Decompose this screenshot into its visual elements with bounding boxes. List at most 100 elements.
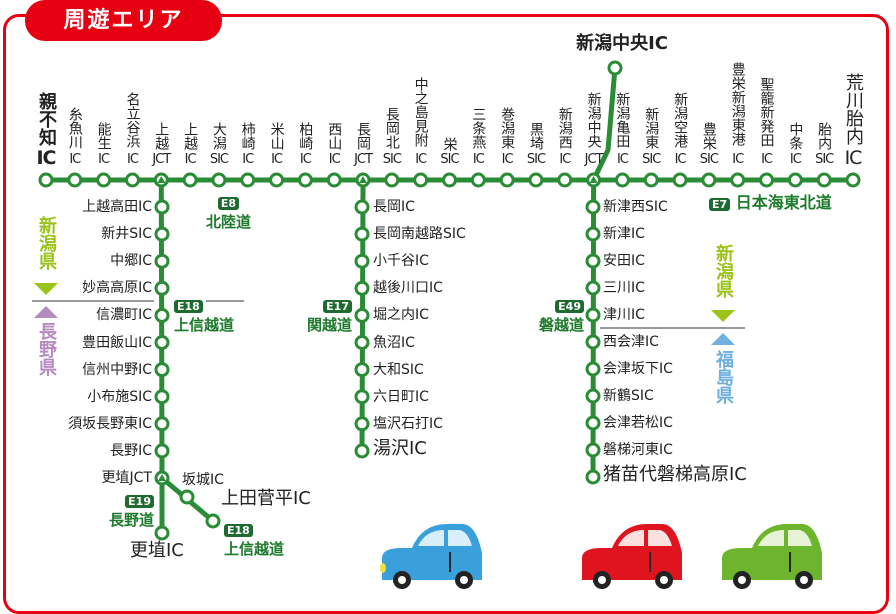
station-name[interactable]: 新潟空港 (672, 92, 689, 148)
station-name[interactable]: 新潟東 (643, 107, 660, 149)
station-name[interactable]: 荒川胎内 (843, 73, 864, 145)
station-node[interactable] (297, 172, 313, 188)
station-label: 越後川口IC (373, 280, 443, 297)
station-node[interactable] (354, 335, 370, 350)
station-node[interactable] (354, 226, 370, 242)
station-node[interactable] (154, 416, 170, 432)
station-node[interactable] (585, 334, 601, 350)
station-node[interactable] (585, 226, 601, 242)
station-node[interactable] (96, 172, 112, 188)
station-node[interactable] (585, 199, 601, 215)
station-name[interactable]: 長岡北 (383, 107, 400, 149)
station-node[interactable] (269, 172, 285, 188)
station-node[interactable] (154, 389, 170, 405)
station-node[interactable] (384, 172, 400, 188)
station-node[interactable] (354, 362, 370, 378)
station-node[interactable] (67, 172, 83, 188)
station-node[interactable] (182, 172, 198, 188)
station-node[interactable] (614, 172, 630, 188)
station-node[interactable] (154, 443, 170, 459)
station-node[interactable] (179, 489, 195, 505)
station-node[interactable] (354, 307, 370, 323)
station-name[interactable]: 柏崎 (297, 122, 314, 150)
station-node[interactable] (730, 172, 746, 188)
station-node[interactable] (154, 362, 170, 378)
station-node[interactable] (845, 172, 861, 188)
station-label: 湯沢IC (373, 437, 427, 459)
station-name[interactable]: 新潟中央 (585, 92, 602, 148)
station-node[interactable] (528, 172, 544, 188)
station-node[interactable] (607, 60, 623, 76)
station-name[interactable]: 米山 (268, 122, 285, 150)
station-name[interactable]: 上越 (182, 122, 199, 150)
station-name[interactable]: 能生 (95, 122, 112, 150)
station-node[interactable] (413, 172, 429, 188)
station-node[interactable] (354, 443, 370, 459)
station-node[interactable] (672, 172, 688, 188)
station-name[interactable]: 西山 (326, 122, 343, 150)
station-node[interactable] (354, 199, 370, 215)
station-label: 中郷IC (110, 253, 152, 270)
station-name[interactable]: 名立谷浜 (124, 92, 141, 148)
station-name[interactable]: 胎内 (816, 122, 833, 150)
station-node[interactable] (154, 253, 170, 269)
station-node[interactable] (787, 172, 803, 188)
station-name[interactable]: 豊栄新潟東港 (729, 62, 746, 146)
station-node[interactable] (585, 415, 601, 431)
station-name[interactable]: 黒埼 (527, 122, 544, 150)
station-node[interactable] (585, 253, 601, 269)
route-niigata-chuo-line (591, 67, 618, 182)
station-node[interactable] (154, 525, 170, 541)
station-suffix: IC (501, 152, 514, 167)
station-node[interactable] (211, 172, 227, 188)
station-node[interactable] (557, 172, 573, 188)
station-name[interactable]: 巻潟東 (499, 107, 516, 149)
station-node[interactable] (585, 280, 601, 296)
station-name[interactable]: 豊栄 (700, 122, 717, 150)
station-node[interactable] (154, 280, 170, 296)
station-node[interactable] (759, 172, 775, 188)
station-node[interactable] (442, 172, 457, 188)
station-node[interactable] (585, 469, 601, 485)
station-node[interactable] (124, 172, 140, 188)
station-name[interactable]: 上越 (153, 122, 170, 150)
station-node[interactable] (326, 172, 342, 188)
station-name[interactable]: 大潟 (210, 122, 227, 150)
station-node[interactable] (154, 199, 170, 215)
station-node[interactable] (643, 172, 659, 188)
station-name[interactable]: 長岡 (355, 122, 372, 150)
arrow-down-icon (711, 310, 735, 322)
station-node[interactable] (354, 253, 370, 269)
station-node[interactable] (205, 513, 221, 529)
station-node[interactable] (240, 172, 256, 188)
station-node[interactable] (816, 172, 832, 188)
station-name[interactable]: 聖籠新発田 (758, 77, 775, 147)
station-node[interactable] (154, 226, 170, 242)
station-name[interactable]: 中条 (787, 122, 804, 150)
station-node[interactable] (585, 388, 601, 404)
station-node[interactable] (585, 307, 601, 323)
station-name[interactable]: 親不知 (36, 92, 57, 146)
station-node[interactable] (470, 172, 486, 188)
station-node[interactable] (701, 172, 717, 188)
station-name[interactable]: 栄 (441, 137, 458, 151)
station-node[interactable] (154, 307, 170, 323)
station-name[interactable]: 糸魚川 (66, 107, 83, 149)
station-label: 塩沢石打IC (373, 415, 443, 432)
station-node[interactable] (38, 172, 54, 188)
station-name[interactable]: 中之島見附 (412, 77, 429, 147)
station-node[interactable] (585, 361, 601, 377)
station-node[interactable] (354, 280, 370, 296)
station-name[interactable]: 新潟亀田 (614, 92, 631, 148)
station-node[interactable] (354, 389, 370, 405)
station-name[interactable]: 新潟西 (556, 107, 573, 149)
station-suffix: IC (328, 152, 341, 167)
station-name[interactable]: 三条燕 (470, 107, 487, 149)
station-node[interactable] (499, 172, 515, 188)
pref-nagano: 長野県 (36, 322, 57, 376)
station-suffix: SIC (382, 152, 402, 167)
station-node[interactable] (354, 416, 370, 432)
station-node[interactable] (154, 335, 170, 350)
station-node[interactable] (585, 442, 601, 458)
station-name[interactable]: 柿崎 (239, 122, 256, 150)
